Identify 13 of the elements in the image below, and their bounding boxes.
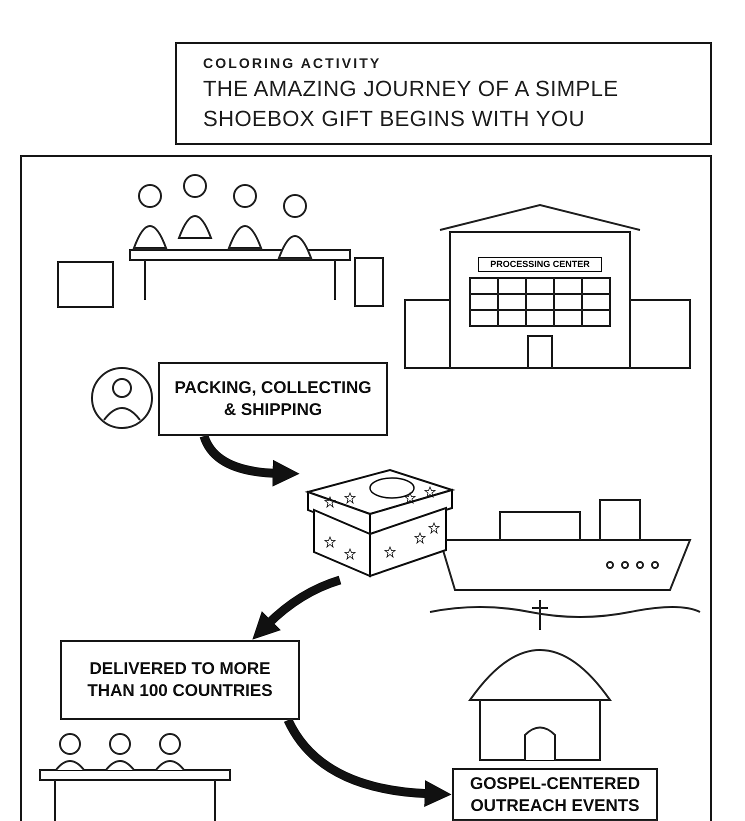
page-title: THE AMAZING JOURNEY OF A SIMPLE SHOEBOX GIFT BEGINS WITH YOU <box>203 75 620 133</box>
curved-arrow <box>284 718 452 807</box>
step-box <box>158 362 388 436</box>
building-sign: PROCESSING CENTER <box>478 257 602 272</box>
curved-arrow <box>252 576 342 640</box>
curved-arrow <box>200 434 300 487</box>
step-title: DELIVERED TO MORE THAN 100 COUNTRIES <box>86 658 274 702</box>
step-box <box>60 640 300 720</box>
header-box <box>175 42 712 145</box>
activity-heading: COLORING ACTIVITY <box>203 54 382 73</box>
step-title: PACKING, COLLECTING & SHIPPING <box>173 377 373 421</box>
step-box <box>452 768 658 821</box>
step-title: GOSPEL-CENTERED OUTREACH EVENTS <box>468 772 642 816</box>
